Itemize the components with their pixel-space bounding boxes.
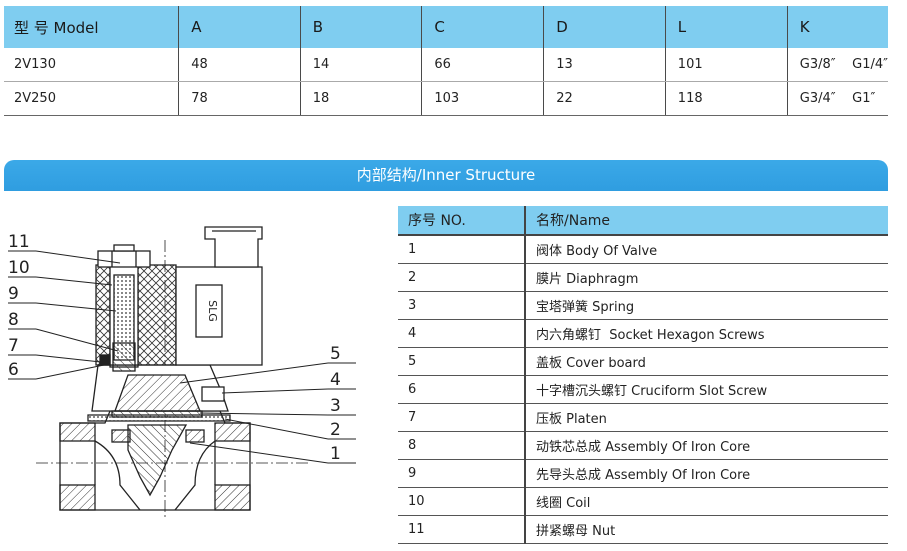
cell-k: G3/4″ G1″ [786,81,888,116]
part-name: 十字槽沉头螺钉 Cruciform Slot Screw [524,375,888,404]
callout-label: 10 [8,258,30,278]
part-no: 1 [398,235,525,264]
header-no: 序号 NO. [398,206,525,236]
part-name: 先导头总成 Assembly Of Iron Core [524,459,888,488]
cell-d: 22 [543,81,666,116]
section-banner: 内部结构/Inner Structure [4,160,888,191]
callout-label: 2 [330,420,341,440]
part-no: 10 [398,487,525,516]
leader-lines [8,250,356,464]
callout-label: 5 [330,344,341,364]
part-no: 3 [398,291,525,320]
cell-b: 14 [299,48,422,82]
part-name: 宝塔弹簧 Spring [524,291,888,320]
part-name: 膜片 Diaphragm [524,263,888,292]
callout-label: 9 [8,284,19,304]
part-name: 内六角螺钉 Socket Hexagon Screws [524,319,888,348]
cell-k: G3/8″ G1/4″ [786,48,888,82]
part-no: 8 [398,431,525,460]
dimension-table: 型 号 Model A B C D L K 2V130 48 14 66 13 … [4,6,888,116]
parts-header-row: 序号 NO. 名称/Name [398,206,888,236]
callout-label: 7 [8,336,19,356]
header-d: D [543,6,666,48]
cell-c: 103 [421,81,544,116]
callout-label: 11 [8,232,30,252]
header-c: C [421,6,544,48]
part-no: 11 [398,515,525,544]
part-name: 盖板 Cover board [524,347,888,376]
part-name: 阀体 Body Of Valve [524,235,888,264]
part-no: 4 [398,319,525,348]
table-row: 2V130 48 14 66 13 101 G3/8″ G1/4″ [4,48,888,82]
header-name: 名称/Name [524,206,888,236]
cell-l: 101 [664,48,788,82]
callout-label: 1 [330,444,341,464]
valve-cross-section-drawing: SLG 11 10 9 8 7 6 5 4 3 2 1 [8,226,356,520]
part-no: 6 [398,375,525,404]
cell-a: 48 [178,48,301,82]
cell-l: 118 [664,81,788,116]
cell-model: 2V130 [4,48,179,82]
header-l: L [664,6,788,48]
header-a: A [178,6,301,48]
callout-label: 3 [330,396,341,416]
header-b: B [299,6,422,48]
cell-c: 66 [421,48,544,82]
part-no: 2 [398,263,525,292]
cell-d: 13 [543,48,666,82]
header-model: 型 号 Model [4,6,179,48]
part-name: 压板 Platen [524,403,888,432]
coil-brand-label: SLG [206,300,219,322]
header-k: K [786,6,888,48]
cell-model: 2V250 [4,81,179,116]
part-no: 7 [398,403,525,432]
callout-label: 8 [8,310,19,330]
cell-b: 18 [299,81,422,116]
part-name: 拼紧螺母 Nut [524,515,888,544]
section-title: 内部结构/Inner Structure [356,166,536,184]
callout-label: 6 [8,360,19,380]
cell-a: 78 [178,81,301,116]
dimension-header-row: 型 号 Model A B C D L K [4,6,888,48]
part-no: 5 [398,347,525,376]
callout-label: 4 [330,370,341,390]
part-name: 线圈 Coil [524,487,888,516]
table-row: 2V250 78 18 103 22 118 G3/4″ G1″ [4,81,888,116]
part-no: 9 [398,459,525,488]
part-name: 动铁芯总成 Assembly Of Iron Core [524,431,888,460]
